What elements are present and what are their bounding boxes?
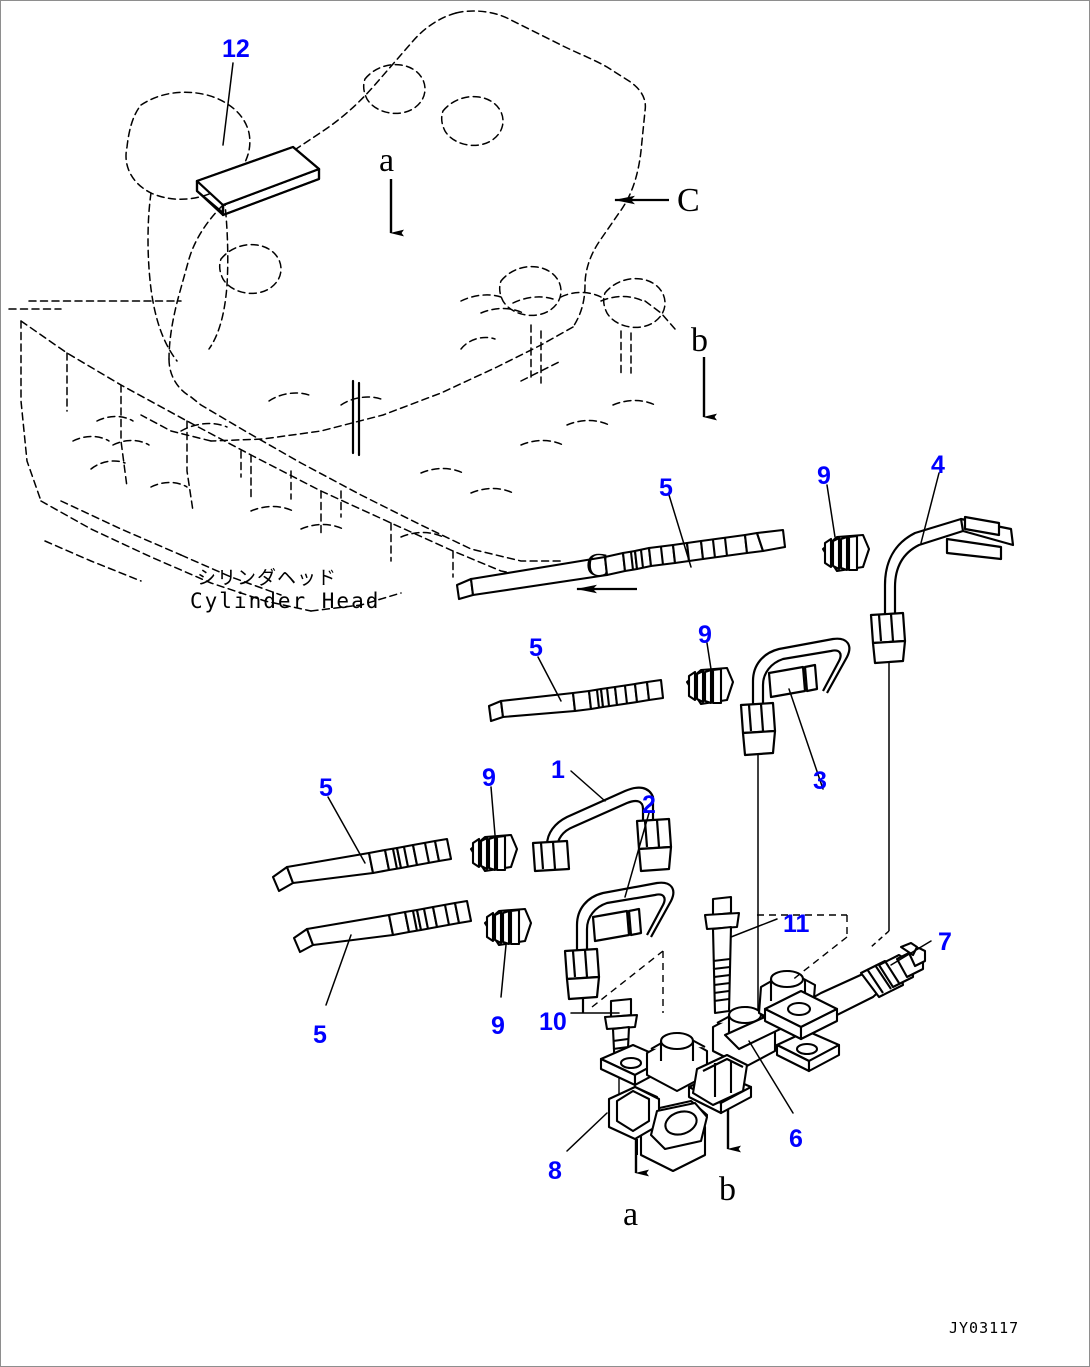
section-mark-b-top: b — [691, 322, 708, 359]
section-boundary-dashed — [591, 914, 848, 1013]
part-label-9-c[interactable]: 9 — [482, 764, 496, 792]
part-3-injection-tube — [739, 637, 851, 1015]
part-label-7[interactable]: 7 — [938, 928, 952, 956]
part-9-plug-2 — [685, 666, 735, 706]
part-label-9-b[interactable]: 9 — [698, 621, 712, 649]
part-5-injector-nozzle-4 — [292, 899, 473, 954]
caption-english: Cylinder Head — [190, 589, 381, 613]
part-5-injector-nozzle-1 — [455, 528, 787, 601]
part-label-5-c[interactable]: 5 — [319, 774, 333, 802]
part-6-mount-pad — [763, 989, 839, 1041]
part-label-2[interactable]: 2 — [642, 791, 656, 819]
section-mark-c-top: C — [677, 182, 700, 219]
part-5-injector-nozzle-3 — [271, 837, 453, 893]
section-mark-c-mid: C — [586, 547, 609, 584]
section-mark-a-bottom: a — [623, 1196, 639, 1233]
part-8-rail-port-connector — [607, 1085, 709, 1155]
part-label-3[interactable]: 3 — [813, 767, 827, 795]
part-label-10[interactable]: 10 — [539, 1008, 567, 1036]
caption-japanese: シリンダヘッド — [197, 567, 338, 589]
part-2-injection-tube — [563, 881, 675, 1013]
part-label-12[interactable]: 12 — [222, 35, 250, 63]
part-label-9-a[interactable]: 9 — [817, 462, 831, 490]
sheet-code: JY03117 — [949, 1319, 1020, 1337]
part-5-injector-nozzle-2 — [487, 678, 665, 723]
part-label-4[interactable]: 4 — [931, 451, 945, 479]
part-9-plug-3 — [469, 833, 519, 873]
part-label-5-a[interactable]: 5 — [659, 474, 673, 502]
section-mark-a-top: a — [379, 142, 395, 179]
part-9-plug-1 — [821, 533, 871, 573]
cylinder-head-phantom-outline — [8, 10, 676, 612]
leader-lines — [222, 62, 940, 1152]
part-label-11[interactable]: 11 — [783, 910, 810, 938]
part-label-6[interactable]: 6 — [789, 1125, 803, 1153]
part-4-injection-tube — [869, 515, 1015, 948]
part-label-1[interactable]: 1 — [551, 756, 565, 784]
part-label-5-d[interactable]: 5 — [313, 1021, 327, 1049]
part-label-9-d[interactable]: 9 — [491, 1012, 505, 1040]
part-9-plug-4 — [483, 907, 533, 947]
part-label-8[interactable]: 8 — [548, 1157, 562, 1185]
part-12-name-plate — [195, 145, 321, 217]
part-11-bolt — [703, 895, 741, 1015]
section-mark-b-bottom: b — [719, 1171, 736, 1208]
part-label-5-b[interactable]: 5 — [529, 634, 543, 662]
